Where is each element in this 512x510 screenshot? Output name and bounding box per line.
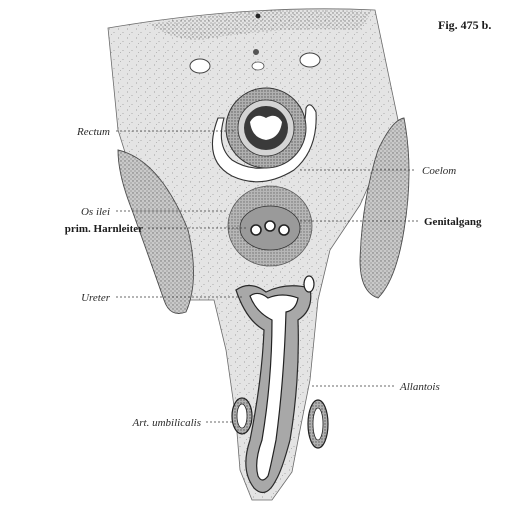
label-ureter: Ureter (81, 292, 111, 304)
label-coelom: Coelom (422, 165, 456, 177)
label-genitalgang: Genitalgang (424, 216, 482, 228)
label-rectum: Rectum (76, 126, 110, 138)
figure-number: Fig. 475 b. (438, 18, 491, 32)
label-prim-harnleiter: prim. Harnleiter (65, 223, 143, 235)
label-art-umbilicalis: Art. umbilicalis (132, 417, 201, 429)
label-os-ilei: Os ilei (81, 206, 110, 218)
label-allantois: Allantois (399, 381, 440, 393)
harnleiter-genitalgang (228, 186, 312, 266)
rectum (226, 88, 306, 168)
